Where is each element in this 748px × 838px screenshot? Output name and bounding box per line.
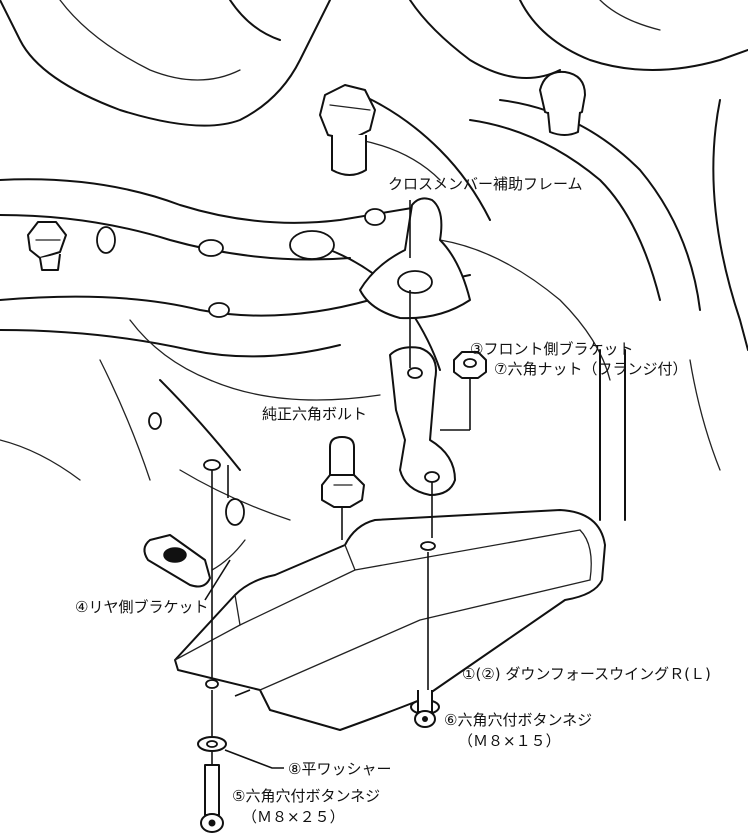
flat-washer-part xyxy=(197,736,227,752)
button-screw-m8x25-label: ⑤六角穴付ボタンネジ xyxy=(232,787,381,805)
genuine-hex-bolt-label: 純正六角ボルト xyxy=(262,405,368,423)
rear-bracket-hole xyxy=(203,459,221,471)
front-bracket-part xyxy=(389,346,456,496)
rear-bracket-part xyxy=(143,534,246,588)
chassis-bolt-center xyxy=(319,84,376,176)
button-screw-m8x15-part xyxy=(414,690,436,728)
front-bracket-label: ③フロント側ブラケット xyxy=(470,340,634,358)
button-screw-m8x15-label: ⑥六角穴付ボタンネジ xyxy=(444,711,593,729)
button-screw-m8x15-size-label: （Ｍ８×１５） xyxy=(458,732,561,750)
button-screw-m8x25-size-label: （Ｍ８×２５） xyxy=(242,808,345,826)
chassis-holes xyxy=(96,208,435,526)
crossmember-frame-label: クロスメンバー補助フレーム xyxy=(388,175,583,193)
hex-nut-label: ⑦六角ナット（フランジ付） xyxy=(494,360,688,378)
downforce-wing-part xyxy=(174,509,606,731)
button-screw-m8x25-part xyxy=(200,764,224,833)
hex-nut-part xyxy=(453,351,487,379)
genuine-hex-bolt-part xyxy=(321,436,365,508)
rear-bracket-label: ④リヤ側ブラケット xyxy=(75,598,209,616)
crossmember-frame xyxy=(359,197,471,320)
chassis-bolt-right xyxy=(539,70,586,136)
downforce-wing-label: ①(②) ダウンフォースウイングＲ(Ｌ) xyxy=(462,665,711,683)
chassis-bolt-left xyxy=(27,221,67,271)
chassis-outline xyxy=(0,0,748,521)
leader-lines xyxy=(204,200,471,769)
flat-washer-label: ⑧平ワッシャー xyxy=(288,760,392,778)
